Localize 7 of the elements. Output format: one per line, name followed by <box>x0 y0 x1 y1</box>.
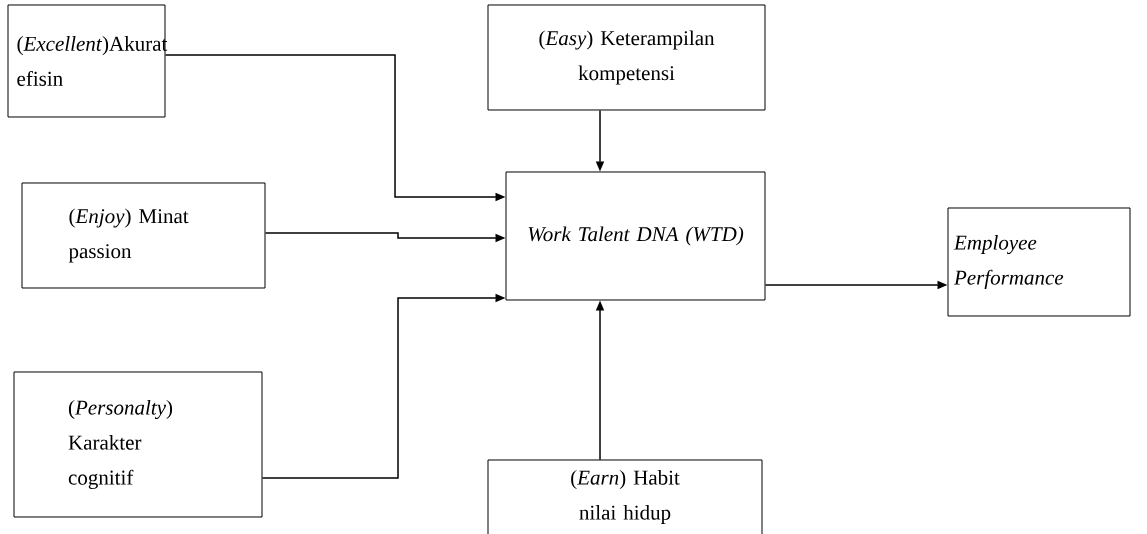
text-box: (Personalty) Karakter cognitif <box>13 371 263 518</box>
text-box: (Easy) Keterampilan kompetensi <box>487 4 766 111</box>
text-box: (Enjoy) Minat passion <box>21 182 266 289</box>
text-box: Employee Performance <box>947 207 1131 317</box>
text-box: (Excellent)Akurat efisin <box>7 4 168 118</box>
text-box: (Earn) Habit nilai hidup <box>487 459 763 534</box>
text-box: Work Talent DNA (WTD) <box>505 171 766 301</box>
